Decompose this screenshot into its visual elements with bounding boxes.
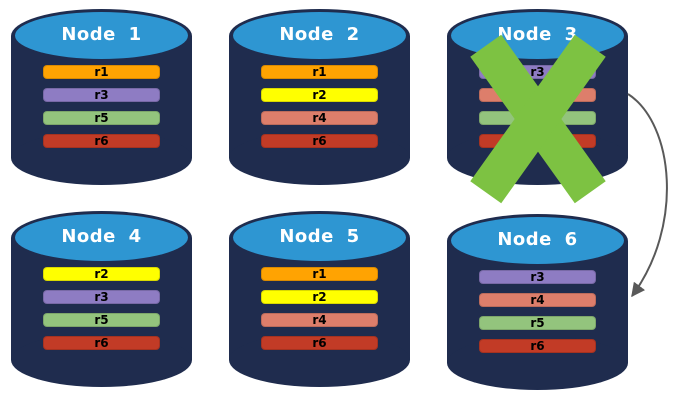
cylinder-top-ellipse (451, 217, 624, 264)
replica-list: r1 r3 r5 r6 (43, 65, 160, 148)
cylinder-top-ellipse (233, 12, 406, 59)
node-3: Node 3 r3 r4 r5 r6 (447, 9, 628, 204)
replica-bar: r6 (43, 336, 160, 350)
replica-bar: r2 (261, 88, 378, 102)
node-6: Node 6 r3 r4 r5 r6 (447, 214, 628, 390)
replica-bar: r4 (479, 293, 596, 307)
arrow-curve (627, 93, 668, 298)
replica-bar: r5 (479, 316, 596, 330)
replica-list: r3 r4 r5 r6 (479, 270, 596, 353)
replica-bar: r5 (43, 111, 160, 125)
replica-list: r2 r3 r5 r6 (43, 267, 160, 350)
replica-bar: r5 (43, 313, 160, 327)
node-title: Node 5 (279, 226, 360, 247)
node-title: Node 2 (279, 24, 360, 45)
node-title: Node 4 (61, 226, 142, 247)
replica-bar: r3 (43, 88, 160, 102)
replica-bar: r4 (261, 313, 378, 327)
cylinder-top-ellipse (15, 214, 188, 261)
cylinder-top-ellipse (233, 214, 406, 261)
replica-bar: r1 (43, 65, 160, 79)
replica-bar: r6 (479, 339, 596, 353)
node-5: Node 5 r1 r2 r4 r6 (229, 211, 410, 387)
failure-x-icon (469, 34, 606, 204)
replica-bar: r6 (261, 134, 378, 148)
replica-bar: r3 (479, 270, 596, 284)
cylinder-top-ellipse (15, 12, 188, 59)
node-title: Node 6 (497, 229, 578, 250)
replica-bar: r2 (43, 267, 160, 281)
node-title: Node 1 (61, 24, 142, 45)
replica-list: r1 r2 r4 r6 (261, 65, 378, 148)
node-1: Node 1 r1 r3 r5 r6 (11, 9, 192, 185)
replica-list: r1 r2 r4 r6 (261, 267, 378, 350)
replica-bar: r2 (261, 290, 378, 304)
node-2: Node 2 r1 r2 r4 r6 (229, 9, 410, 185)
replica-bar: r4 (261, 111, 378, 125)
replica-bar: r1 (261, 65, 378, 79)
replica-bar: r1 (261, 267, 378, 281)
replica-bar: r3 (43, 290, 160, 304)
node-title: Node 3 (497, 24, 578, 45)
node-4: Node 4 r2 r3 r5 r6 (11, 211, 192, 387)
replica-bar: r6 (43, 134, 160, 148)
replica-bar: r6 (261, 336, 378, 350)
